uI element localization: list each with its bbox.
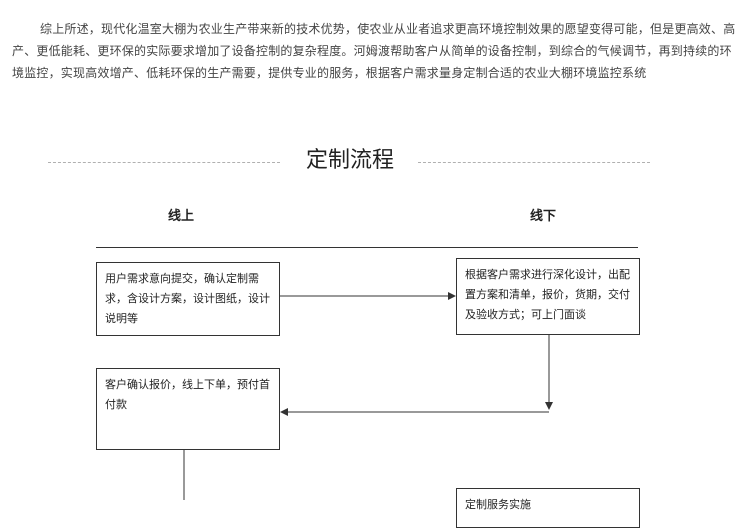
column-header-online: 线上 bbox=[168, 209, 195, 224]
intro-paragraph: 综上所述，现代化温室大棚为农业生产带来新的技术优势，使农业从业者追求更高环境控制… bbox=[12, 22, 736, 80]
flow-connectors bbox=[183, 292, 553, 500]
flow-step-order-confirmation: 客户确认报价，线上下单，预付首付款 bbox=[96, 368, 280, 450]
flow-step-service-implementation: 定制服务实施 bbox=[456, 488, 640, 528]
section-header: 定制流程 bbox=[0, 146, 750, 178]
section-title: 定制流程 bbox=[305, 148, 394, 173]
column-divider-line bbox=[96, 247, 638, 248]
flow-step-requirement-submission: 用户需求意向提交，确认定制需求，含设计方案，设计图纸，设计说明等 bbox=[96, 262, 280, 336]
column-header-offline: 线下 bbox=[530, 209, 557, 224]
title-dashed-line-right bbox=[418, 162, 650, 163]
title-dashed-line-left bbox=[48, 162, 280, 163]
flow-step-detailed-design: 根据客户需求进行深化设计，出配置方案和清单，报价，货期，交付及验收方式；可上门面… bbox=[456, 258, 640, 335]
